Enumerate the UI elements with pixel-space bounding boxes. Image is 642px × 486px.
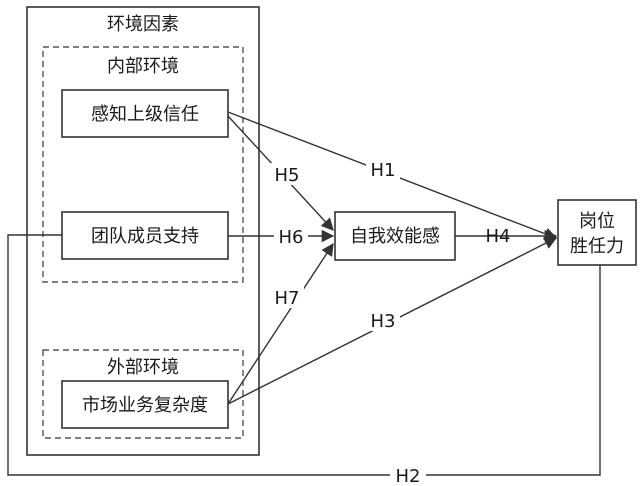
node-competency-line2: 胜任力 bbox=[570, 236, 624, 257]
node-competency-box bbox=[557, 199, 637, 266]
hypothesis-labels: H1 H5 H6 H4 H7 H3 H2 bbox=[270, 158, 511, 486]
label-h1: H1 bbox=[371, 160, 396, 181]
node-team-support: 团队成员支持 bbox=[91, 226, 199, 247]
label-h2: H2 bbox=[396, 466, 421, 486]
node-market-complexity: 市场业务复杂度 bbox=[82, 395, 208, 416]
internal-environment-group bbox=[42, 46, 244, 283]
node-perceived-trust: 感知上级信任 bbox=[91, 104, 199, 125]
node-self-efficacy: 自我效能感 bbox=[350, 226, 440, 247]
node-market-complexity-box bbox=[61, 380, 229, 429]
node-competency-line1: 岗位 bbox=[579, 211, 615, 232]
label-h3: H3 bbox=[371, 311, 396, 332]
label-h6: H6 bbox=[279, 227, 304, 248]
label-h7: H7 bbox=[275, 288, 300, 309]
node-self-efficacy-box bbox=[334, 211, 456, 261]
environment-factors-title: 环境因素 bbox=[107, 14, 179, 35]
edge-h7 bbox=[227, 242, 334, 405]
node-perceived-trust-box bbox=[61, 89, 229, 138]
internal-environment-title: 内部环境 bbox=[107, 56, 179, 77]
label-h4: H4 bbox=[486, 226, 511, 247]
node-team-support-box bbox=[61, 211, 229, 260]
external-environment-title: 外部环境 bbox=[107, 357, 179, 378]
label-h5: H5 bbox=[275, 165, 300, 186]
edge-h2 bbox=[7, 234, 607, 476]
external-environment-group bbox=[42, 349, 244, 439]
